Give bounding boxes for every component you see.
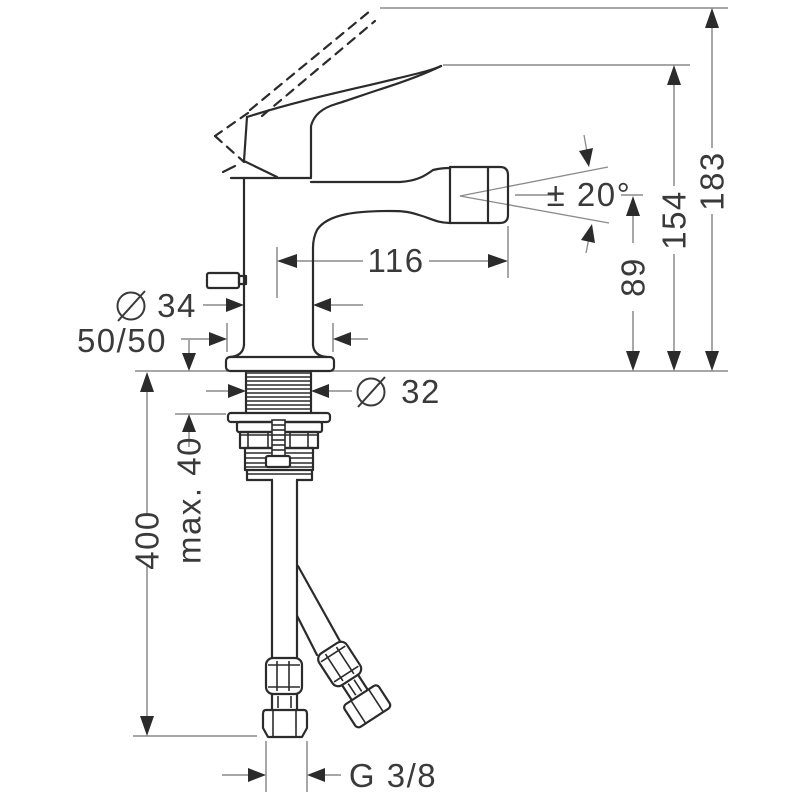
swivel-angle-value: ± 20° — [547, 176, 632, 213]
dashed-lever-underside — [260, 19, 377, 118]
angled-hose-right-edge — [296, 564, 343, 645]
diameter-icon — [356, 377, 386, 407]
dimension-hose-length: 400 — [129, 372, 166, 736]
angled-supply-hose — [286, 564, 392, 729]
arrowhead-right — [228, 384, 246, 398]
arrowhead-left — [333, 332, 351, 346]
arrowhead-left — [307, 768, 325, 782]
arrowhead-up — [140, 372, 154, 392]
shank-threads — [246, 372, 311, 414]
dimension-max-mounting: max. 40 — [171, 340, 208, 564]
center-threaded-rod — [264, 419, 292, 469]
handle-base — [242, 115, 279, 179]
dimension-body-diameter: 34 — [116, 287, 363, 324]
arrowhead-up — [626, 196, 640, 216]
body-flare-right — [311, 343, 329, 359]
dimension-spout-reach: 116 — [277, 242, 508, 279]
dashed-lever-bottom — [213, 134, 246, 164]
hose-length-value: 400 — [129, 510, 166, 570]
arrowhead-up — [705, 8, 719, 28]
angle-line-lower — [459, 195, 610, 224]
arrowhead-down — [182, 353, 196, 371]
faucet-body — [205, 166, 452, 373]
hose-body-mask — [273, 478, 296, 658]
faucet-drawing — [205, 9, 510, 739]
angled-connection-nut — [343, 684, 392, 729]
overall-height-value: 183 — [694, 151, 731, 211]
base-plate-value: 50/50 — [77, 322, 167, 359]
pop-up-knob — [205, 271, 241, 290]
dimension-overall-height: 183 — [694, 8, 731, 371]
reference-lines — [133, 7, 728, 792]
connection-nut — [261, 708, 309, 739]
dimension-connection-thread: G 3/8 — [222, 757, 437, 794]
diameter-icon-slash — [117, 290, 146, 322]
angled-crimp-sleeve — [317, 640, 363, 688]
handle-underside — [309, 64, 443, 179]
aerator — [448, 165, 510, 225]
angled-hose-fitting — [317, 640, 392, 729]
arrowhead-right — [226, 298, 244, 312]
angled-neck — [340, 683, 353, 702]
arrowhead-left — [277, 254, 297, 268]
diameter-icon — [116, 291, 146, 321]
swivel-angle-callout: ± 20° — [459, 134, 632, 254]
aerator-outline — [448, 165, 510, 225]
spout-height-value: 89 — [615, 257, 652, 297]
dimension-shank-diameter: 32 — [206, 373, 441, 410]
spout-bottom-contour — [311, 209, 452, 250]
angle-arrowhead-upper — [579, 148, 593, 167]
body-diameter-value: 34 — [157, 287, 197, 324]
dimension-spout-height: 89 — [615, 196, 652, 371]
arrowhead-down — [667, 351, 681, 371]
dimension-lever-height: 154 — [656, 65, 693, 371]
mounting-shank — [226, 371, 332, 482]
shank-diameter-value: 32 — [401, 373, 441, 410]
dashed-lever-back — [213, 111, 250, 138]
dashed-lever-top — [248, 9, 372, 112]
connection-thread-value: G 3/8 — [349, 757, 437, 794]
arrowhead-right — [209, 332, 227, 346]
lever-handle — [221, 64, 443, 179]
arrowhead-left — [313, 298, 331, 312]
pop-up-knob-stem — [237, 274, 248, 286]
arrowhead-down — [140, 716, 154, 736]
arrowhead-right — [248, 768, 266, 782]
angle-line-upper — [459, 166, 609, 197]
spout-top-contour — [309, 166, 452, 184]
arrowhead-down — [626, 351, 640, 371]
max-mounting-value: max. 40 — [171, 436, 208, 564]
arrowhead-up — [182, 414, 196, 432]
escutcheon-plate — [224, 355, 336, 373]
raised-lever-dashed-outline — [213, 9, 377, 164]
arrowhead-right — [488, 254, 508, 268]
body-flare-left — [228, 343, 246, 359]
arrowhead-down — [705, 351, 719, 371]
handle-top-edge — [245, 64, 443, 119]
crimp-sleeve — [264, 656, 304, 696]
arrowhead-up — [667, 65, 681, 85]
dimension-base-plate: 50/50 — [77, 322, 368, 359]
spout-reach-value: 116 — [367, 242, 424, 279]
straight-supply-hose — [261, 478, 309, 739]
diameter-icon-slash — [357, 376, 386, 408]
handle-pivot-tick — [221, 164, 237, 174]
arrowhead-left — [311, 384, 329, 398]
lever-height-value: 154 — [656, 190, 693, 250]
angle-arrowhead-lower — [581, 224, 595, 243]
